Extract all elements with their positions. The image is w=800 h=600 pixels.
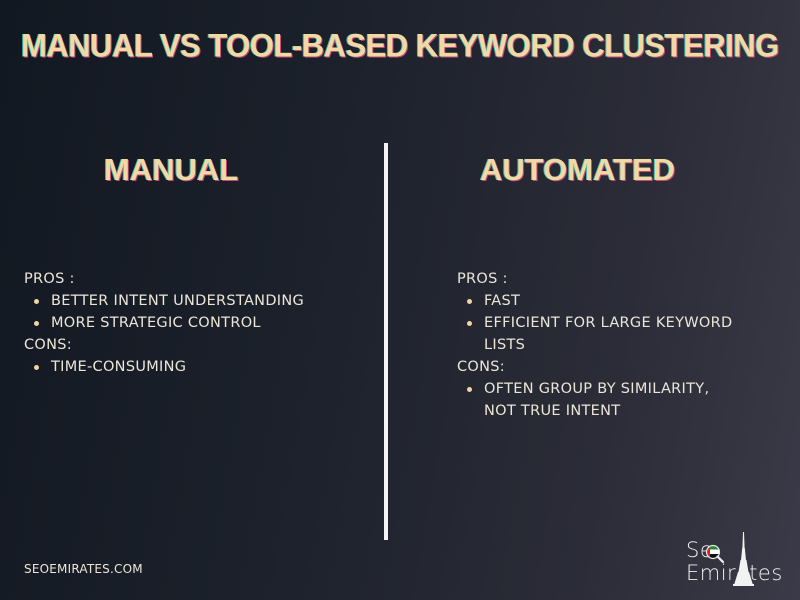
manual-column-title: MANUAL	[104, 152, 239, 187]
automated-pros-label: PROS :	[457, 271, 508, 287]
automated-cons-label: CONS:	[457, 359, 505, 375]
manual-pros-label: PROS :	[24, 271, 75, 287]
logo-text-tes: tes	[749, 561, 783, 585]
automated-pros-list: FAST EFFICIENT FOR LARGE KEYWORD LISTS	[457, 290, 777, 356]
automated-column-title: AUTOMATED	[480, 152, 676, 187]
logo-text-emir: Emir	[686, 561, 737, 585]
list-item-text: OFTEN GROUP BY SIMILARITY, NOT TRUE INTE…	[484, 381, 710, 419]
page-title: MANUAL VS TOOL-BASED KEYWORD CLUSTERING	[21, 27, 779, 64]
column-divider	[384, 143, 388, 540]
list-item-text: BETTER INTENT UNDERSTANDING	[51, 293, 305, 309]
manual-column: PROS : BETTER INTENT UNDERSTANDING MORE …	[24, 268, 364, 378]
bullet-icon	[34, 365, 39, 370]
manual-pros-list: BETTER INTENT UNDERSTANDING MORE STRATEG…	[24, 290, 364, 334]
list-item: MORE STRATEGIC CONTROL	[24, 312, 364, 334]
automated-cons-list: OFTEN GROUP BY SIMILARITY, NOT TRUE INTE…	[457, 378, 777, 422]
bullet-icon	[34, 299, 39, 304]
burj-khalifa-icon	[733, 532, 754, 586]
uae-flag-magnifier-icon	[705, 544, 725, 564]
bullet-icon	[467, 387, 472, 392]
automated-column: PROS : FAST EFFICIENT FOR LARGE KEYWORD …	[457, 268, 777, 422]
bullet-icon	[467, 321, 472, 326]
list-item: TIME-CONSUMING	[24, 356, 364, 378]
manual-cons-label: CONS:	[24, 337, 72, 353]
bullet-icon	[34, 321, 39, 326]
list-item-text: MORE STRATEGIC CONTROL	[51, 315, 261, 331]
website-url: SEOEMIRATES.COM	[24, 562, 143, 576]
manual-cons-list: TIME-CONSUMING	[24, 356, 364, 378]
bullet-icon	[467, 299, 472, 304]
logo-graphic	[705, 532, 754, 586]
list-item: FAST	[457, 290, 777, 312]
list-item: OFTEN GROUP BY SIMILARITY, NOT TRUE INTE…	[457, 378, 742, 422]
list-item: EFFICIENT FOR LARGE KEYWORD LISTS	[457, 312, 757, 356]
list-item-text: EFFICIENT FOR LARGE KEYWORD LISTS	[484, 315, 733, 353]
list-item-text: TIME-CONSUMING	[51, 359, 187, 375]
list-item-text: FAST	[484, 293, 521, 309]
list-item: BETTER INTENT UNDERSTANDING	[24, 290, 364, 312]
